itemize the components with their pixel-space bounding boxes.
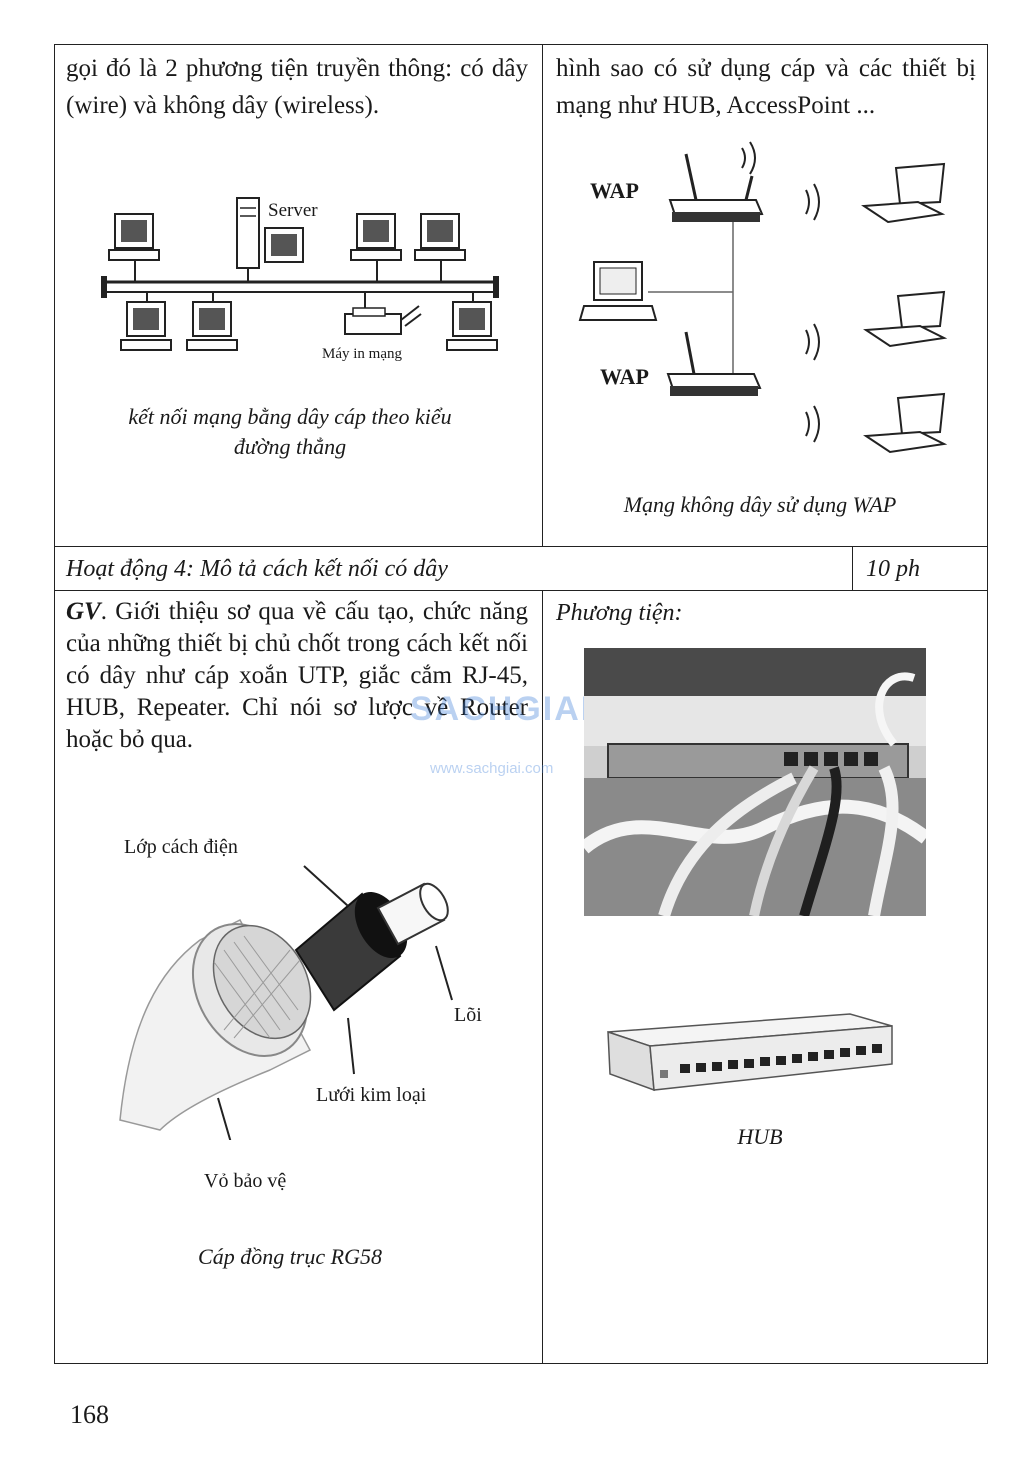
- column-divider-top: [542, 44, 543, 546]
- hub-device-image: [607, 1013, 893, 1092]
- activity-duration: 10 ph: [866, 556, 920, 582]
- wireless-network-diagram: [578, 141, 948, 454]
- computer-icon: [108, 213, 160, 282]
- access-point-icon: [666, 331, 762, 396]
- duration-divider: [852, 546, 853, 590]
- printer-label: Máy in mạng: [322, 346, 402, 362]
- intro-text-left: gọi đó là 2 phương tiện truyền thông: có…: [66, 55, 528, 119]
- teacher-body: . Giới thiệu sơ qua về cấu tạo, chức năn…: [66, 598, 528, 753]
- intro-text-right: hình sao có sử dụng cáp và các thiết bị …: [556, 55, 976, 119]
- coaxial-cable-diagram: [119, 865, 453, 1140]
- laptop-icon: [861, 162, 946, 224]
- watermark-url: www.sachgiai.com: [430, 760, 554, 777]
- computer-icon: [414, 213, 466, 282]
- computer-icon: [446, 292, 498, 351]
- wap-label-top: WAP: [590, 178, 639, 203]
- printer-icon: [344, 292, 422, 335]
- wifi-signal-icon: [741, 141, 820, 443]
- computer-icon: [120, 292, 172, 351]
- watermark-brand: SACHGIAI: [410, 690, 593, 728]
- server-label: Server: [268, 200, 318, 221]
- wap-label-bottom: WAP: [600, 364, 649, 389]
- coax-label-jacket: Vỏ bảo vệ: [204, 1170, 287, 1192]
- row-divider-2: [54, 590, 988, 591]
- column-divider-bottom: [542, 590, 543, 1364]
- laptop-icon: [863, 290, 948, 348]
- coax-label-mesh: Lưới kim loại: [316, 1084, 427, 1106]
- coax-caption: Cáp đồng trục RG58: [198, 1244, 382, 1269]
- row-divider-1: [54, 546, 988, 547]
- coax-label-core: Lõi: [454, 1004, 482, 1026]
- bus-figure-caption: kết nối mạng bằng dây cáp theo kiểu đườn…: [128, 404, 452, 459]
- page-number: 168: [70, 1400, 109, 1429]
- wireless-figure-caption: Mạng không dây sử dụng WAP: [623, 492, 897, 517]
- computer-icon: [186, 292, 238, 351]
- teacher-text: GV. Giới thiệu sơ qua về cấu tạo, chức n…: [66, 596, 528, 756]
- activity-title: Hoạt động 4: Mô tả cách kết nối có dây: [66, 556, 448, 582]
- teacher-prefix: GV: [66, 598, 101, 625]
- lesson-table: [54, 44, 988, 1364]
- computer-icon: [350, 213, 402, 282]
- bus-network-diagram: [101, 197, 499, 351]
- means-heading: Phương tiện:: [556, 600, 683, 626]
- server-icon: [236, 197, 304, 282]
- hub-caption: HUB: [737, 1124, 783, 1149]
- hub-cables-photo: [584, 648, 926, 916]
- coax-label-insulation: Lớp cách điện: [124, 836, 238, 858]
- access-point-icon: [668, 153, 764, 222]
- laptop-icon: [863, 392, 948, 454]
- desktop-computer-icon: [578, 261, 658, 321]
- watermark: SACHGIAI www.sachgiai.com: [410, 690, 630, 790]
